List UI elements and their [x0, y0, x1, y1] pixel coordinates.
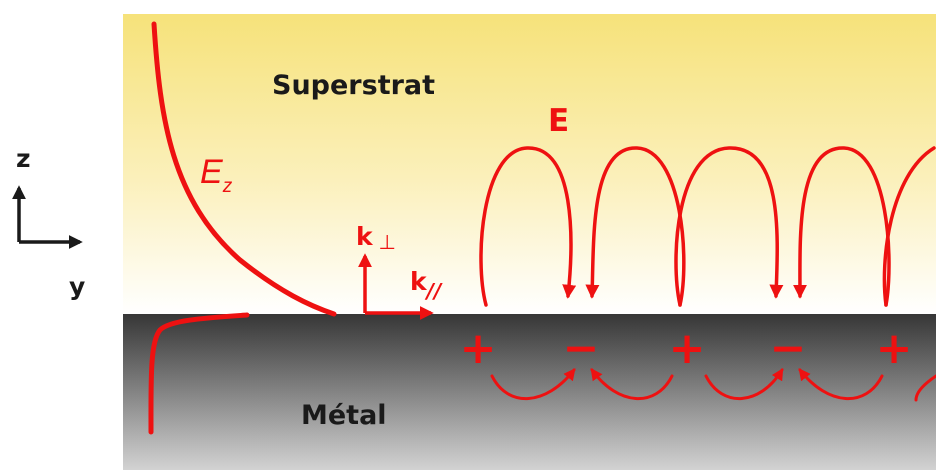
- curved-arrow: [590, 368, 674, 401]
- charge-plus: +: [460, 323, 497, 374]
- ez-label-main: E: [200, 153, 223, 191]
- field-lines: [479, 146, 936, 307]
- charge-oscillation-arrows: [490, 367, 936, 402]
- k-parallel-label: k//: [410, 267, 443, 303]
- ez-profile-superstrat-curve: [151, 21, 337, 317]
- k-perp-label-symbol: ⊥: [379, 230, 396, 254]
- field-arch: [792, 146, 891, 307]
- field-arch-partial: [882, 146, 936, 307]
- curved-arrow: [490, 368, 576, 401]
- curved-arrow-partial: [914, 374, 936, 402]
- charge-minus: −: [770, 323, 807, 374]
- k-perp-label-main: k: [356, 222, 374, 251]
- ez-profile-metal-curve: [148, 312, 250, 435]
- charge-plus: +: [669, 323, 706, 374]
- field-arch: [585, 146, 686, 307]
- metal-region: [123, 314, 936, 470]
- wave-vectors: k⊥ k//: [356, 222, 443, 320]
- k-perp-label: k⊥: [356, 222, 396, 254]
- ez-label: Ez: [200, 153, 233, 197]
- charge-plus: +: [876, 323, 913, 374]
- metal-label: Métal: [301, 400, 387, 431]
- field-arch: [674, 146, 784, 307]
- axis-z-label: z: [16, 144, 31, 173]
- superstrat-label: Superstrat: [272, 70, 435, 101]
- axis-y-label: y: [69, 272, 85, 301]
- field-e-label: E: [548, 103, 569, 139]
- charge-minus: −: [563, 323, 600, 374]
- surface-charges: + − + − +: [460, 323, 913, 374]
- field-arch: [479, 146, 577, 307]
- curved-arrow: [704, 367, 784, 401]
- ez-label-subscript: z: [222, 176, 233, 197]
- k-parallel-label-symbol: //: [425, 279, 443, 303]
- k-parallel-label-main: k: [410, 267, 428, 296]
- curved-arrow: [798, 368, 884, 401]
- coordinate-axes: z y: [12, 144, 85, 301]
